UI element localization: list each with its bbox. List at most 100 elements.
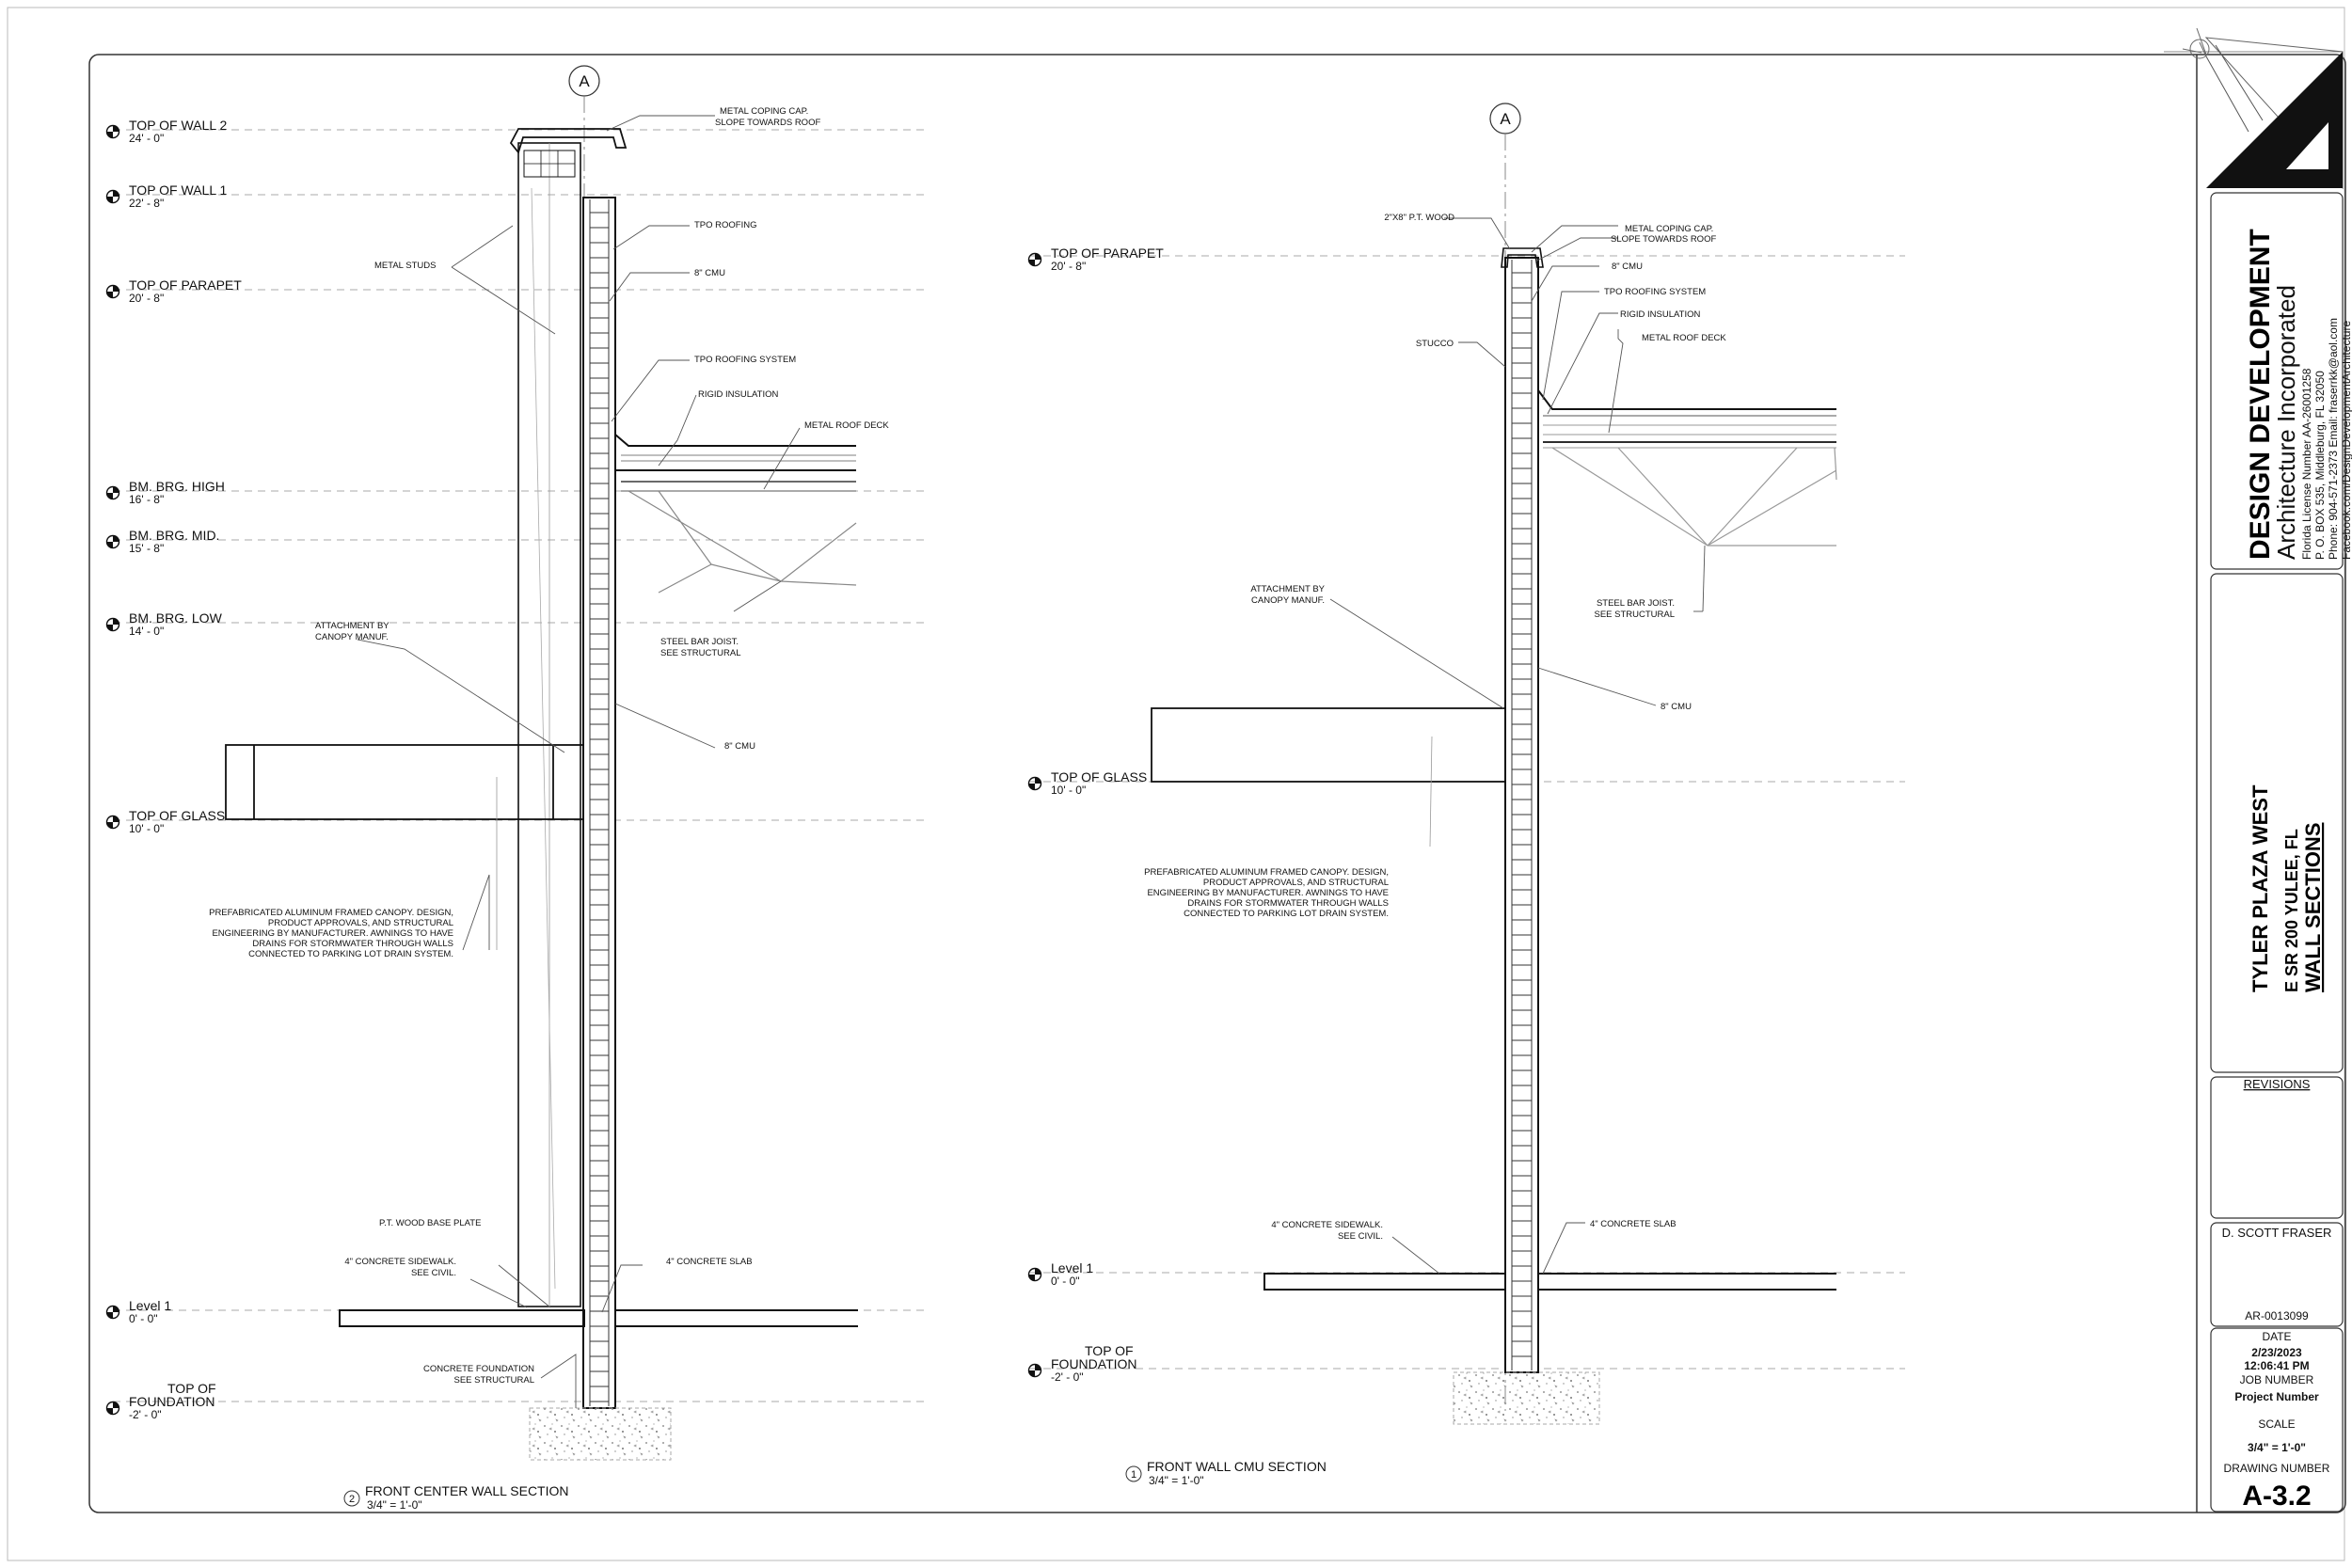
svg-text:SEE STRUCTURAL: SEE STRUCTURAL	[1594, 610, 1675, 620]
level-bm-brg-high: BM. BRG. HIGH 16' - 8"	[105, 479, 225, 506]
svg-text:JOB NUMBER: JOB NUMBER	[2240, 1373, 2314, 1386]
svg-text:SEE STRUCTURAL: SEE STRUCTURAL	[453, 1375, 534, 1386]
svg-text:20' - 8": 20' - 8"	[1051, 260, 1086, 273]
level-top-of-glass: TOP OF GLASS 10' - 0"	[1027, 769, 1147, 797]
svg-text:ENGINEERING BY MANUFACTURER. A: ENGINEERING BY MANUFACTURER. AWNINGS TO …	[212, 928, 453, 939]
sheet-border	[7, 7, 2346, 1561]
svg-text:TPO ROOFING: TPO ROOFING	[694, 220, 757, 230]
svg-text:24' - 0": 24' - 0"	[129, 132, 164, 145]
svg-text:CONCRETE FOUNDATION: CONCRETE FOUNDATION	[423, 1364, 534, 1374]
svg-text:WALL SECTIONS: WALL SECTIONS	[2301, 823, 2325, 993]
svg-text:15' - 8": 15' - 8"	[129, 542, 164, 555]
title-block: DESIGN DEVELOPMENT Architecture Incorpor…	[2164, 27, 2352, 1513]
svg-text:CANOPY MANUF.: CANOPY MANUF.	[1251, 595, 1325, 606]
view-title-right: 1 FRONT WALL CMU SECTION 3/4" = 1'-0"	[1125, 1459, 1327, 1487]
svg-text:ATTACHMENT BY: ATTACHMENT BY	[315, 621, 389, 631]
svg-text:3/4" = 1'-0": 3/4" = 1'-0"	[367, 1498, 422, 1512]
svg-text:PREFABRICATED ALUMINUM FRAMED: PREFABRICATED ALUMINUM FRAMED CANOPY. DE…	[209, 908, 453, 918]
svg-text:TOP OF WALL 2: TOP OF WALL 2	[129, 118, 227, 133]
architect-name: D. SCOTT FRASER	[2222, 1226, 2332, 1240]
concrete-foundation	[1453, 1371, 1600, 1425]
date-value: 2/23/2023	[2251, 1346, 2302, 1359]
svg-text:METAL ROOF DECK: METAL ROOF DECK	[1642, 333, 1726, 343]
svg-text:20' - 8": 20' - 8"	[129, 292, 164, 305]
level-top-of-wall-2: TOP OF WALL 2 24' - 0"	[105, 118, 227, 145]
level-top-of-foundation: TOP OF FOUNDATION -2' - 0"	[1027, 1343, 1137, 1384]
svg-text:PREFABRICATED ALUMINUM FRAMED: PREFABRICATED ALUMINUM FRAMED CANOPY. DE…	[1144, 867, 1389, 878]
svg-text:FOUNDATION: FOUNDATION	[1051, 1356, 1137, 1371]
metal-stud-wall	[517, 142, 581, 1307]
svg-text:SLOPE TOWARDS ROOF: SLOPE TOWARDS ROOF	[715, 118, 820, 128]
svg-text:SEE STRUCTURAL: SEE STRUCTURAL	[660, 648, 741, 658]
level-top-of-foundation: TOP OF FOUNDATION -2' - 0"	[105, 1381, 216, 1421]
svg-text:3/4" = 1'-0": 3/4" = 1'-0"	[2248, 1441, 2306, 1454]
svg-text:CONNECTED TO PARKING LOT DRAIN: CONNECTED TO PARKING LOT DRAIN SYSTEM.	[1184, 909, 1389, 919]
level-markers: TOP OF WALL 2 24' - 0" TOP OF WALL 1 22'…	[105, 118, 242, 1421]
section-front-wall-cmu: A TOP OF PARAPET 20' - 8" TOP OF GLASS 1…	[1027, 103, 1905, 1487]
cmu-wall	[582, 197, 616, 1409]
level-level-1: Level 1 0' - 0"	[105, 1298, 171, 1325]
svg-text:DESIGN DEVELOPMENT: DESIGN DEVELOPMENT	[2245, 229, 2276, 560]
svg-text:0' - 0": 0' - 0"	[1051, 1275, 1080, 1288]
svg-text:DRAINS FOR STORMWATER THROUGH: DRAINS FOR STORMWATER THROUGH WALLS	[1187, 898, 1389, 909]
svg-text:SEE CIVIL.: SEE CIVIL.	[1338, 1231, 1383, 1242]
svg-text:10' - 0": 10' - 0"	[129, 822, 164, 835]
grid-label: A	[1500, 110, 1511, 128]
svg-text:22' - 8": 22' - 8"	[129, 197, 164, 210]
license-number: AR-0013099	[2245, 1309, 2309, 1323]
svg-text:BM. BRG. LOW: BM. BRG. LOW	[129, 610, 223, 626]
svg-text:METAL COPING CAP.: METAL COPING CAP.	[720, 106, 808, 117]
notes-right: 2"X8" P.T. WOOD METAL COPING CAP. SLOPE …	[1144, 213, 1726, 1242]
svg-text:PRODUCT APPROVALS, AND STRUCTU: PRODUCT APPROVALS, AND STRUCTURAL	[1203, 878, 1389, 888]
svg-text:P. O. BOX 535, Middleburg, FL: P. O. BOX 535, Middleburg, FL 32050	[2313, 371, 2327, 560]
svg-text:SLOPE TOWARDS ROOF: SLOPE TOWARDS ROOF	[1611, 234, 1716, 245]
svg-text:FOUNDATION: FOUNDATION	[129, 1394, 215, 1409]
level-bm-brg-mid: BM. BRG. MID. 15' - 8"	[105, 528, 219, 555]
svg-text:-2' - 0": -2' - 0"	[129, 1408, 162, 1421]
svg-text:TOP OF: TOP OF	[167, 1381, 216, 1396]
svg-text:Phone: 904-571-2373 Email: f: Phone: 904-571-2373 Email: fraserrkk@aol…	[2327, 318, 2340, 560]
cmu-wall	[1504, 257, 1539, 1373]
svg-text:8" CMU: 8" CMU	[1661, 702, 1692, 712]
svg-text:E SR 200 YULEE, FL: E SR 200 YULEE, FL	[2282, 829, 2301, 992]
svg-text:TOP OF PARAPET: TOP OF PARAPET	[1051, 245, 1164, 261]
svg-text:TPO ROOFING SYSTEM: TPO ROOFING SYSTEM	[694, 355, 796, 365]
svg-text:Project Number: Project Number	[2234, 1390, 2319, 1403]
svg-text:14' - 0": 14' - 0"	[129, 625, 164, 638]
svg-text:P.T. WOOD BASE PLATE: P.T. WOOD BASE PLATE	[379, 1218, 481, 1228]
svg-text:2"X8" P.T. WOOD: 2"X8" P.T. WOOD	[1384, 213, 1454, 223]
svg-text:Facebook.com/DesignDevelopment: Facebook.com/DesignDevelopmentArchitectu…	[2340, 321, 2352, 560]
svg-text:8" CMU: 8" CMU	[724, 741, 755, 752]
svg-text:STEEL BAR JOIST.: STEEL BAR JOIST.	[660, 637, 739, 647]
svg-text:4" CONCRETE SIDEWALK.: 4" CONCRETE SIDEWALK.	[1271, 1220, 1383, 1230]
svg-text:TPO ROOFING SYSTEM: TPO ROOFING SYSTEM	[1604, 287, 1706, 297]
canopy	[1151, 707, 1506, 847]
svg-text:BM. BRG. MID.: BM. BRG. MID.	[129, 528, 219, 543]
svg-text:Level 1: Level 1	[129, 1298, 171, 1313]
metal-coping-cap	[1501, 247, 1544, 268]
svg-text:TOP OF WALL 1: TOP OF WALL 1	[129, 182, 227, 198]
slab-sidewalk	[1263, 1273, 1836, 1291]
svg-text:12:06:41 PM: 12:06:41 PM	[2244, 1359, 2309, 1372]
leaders	[1329, 217, 1706, 1275]
firm-info: DESIGN DEVELOPMENT Architecture Incorpor…	[2245, 229, 2352, 560]
roof-assembly	[1537, 389, 1837, 546]
svg-text:4" CONCRETE SIDEWALK.: 4" CONCRETE SIDEWALK.	[344, 1257, 456, 1267]
view-title-left: 2 FRONT CENTER WALL SECTION 3/4" = 1'-0"	[343, 1483, 569, 1512]
svg-text:METAL STUDS: METAL STUDS	[374, 261, 436, 271]
svg-text:10' - 0": 10' - 0"	[1051, 784, 1086, 797]
level-top-of-wall-1: TOP OF WALL 1 22' - 8"	[105, 182, 227, 210]
svg-text:1: 1	[1131, 1469, 1136, 1481]
svg-text:DRAINS FOR STORMWATER THROUGH: DRAINS FOR STORMWATER THROUGH WALLS	[252, 939, 453, 949]
svg-text:TYLER PLAZA WEST: TYLER PLAZA WEST	[2249, 784, 2272, 992]
metal-coping-cap	[509, 128, 628, 154]
svg-text:8" CMU: 8" CMU	[1612, 261, 1643, 272]
svg-text:METAL ROOF DECK: METAL ROOF DECK	[804, 420, 889, 431]
svg-text:ATTACHMENT BY: ATTACHMENT BY	[1250, 584, 1325, 594]
svg-text:CONNECTED TO PARKING LOT DRAIN: CONNECTED TO PARKING LOT DRAIN SYSTEM.	[248, 949, 453, 959]
svg-text:STEEL BAR JOIST.: STEEL BAR JOIST.	[1597, 598, 1675, 609]
slab-sidewalk	[339, 1309, 858, 1327]
grid-label: A	[579, 72, 590, 90]
svg-text:TOP OF GLASS: TOP OF GLASS	[129, 808, 225, 823]
